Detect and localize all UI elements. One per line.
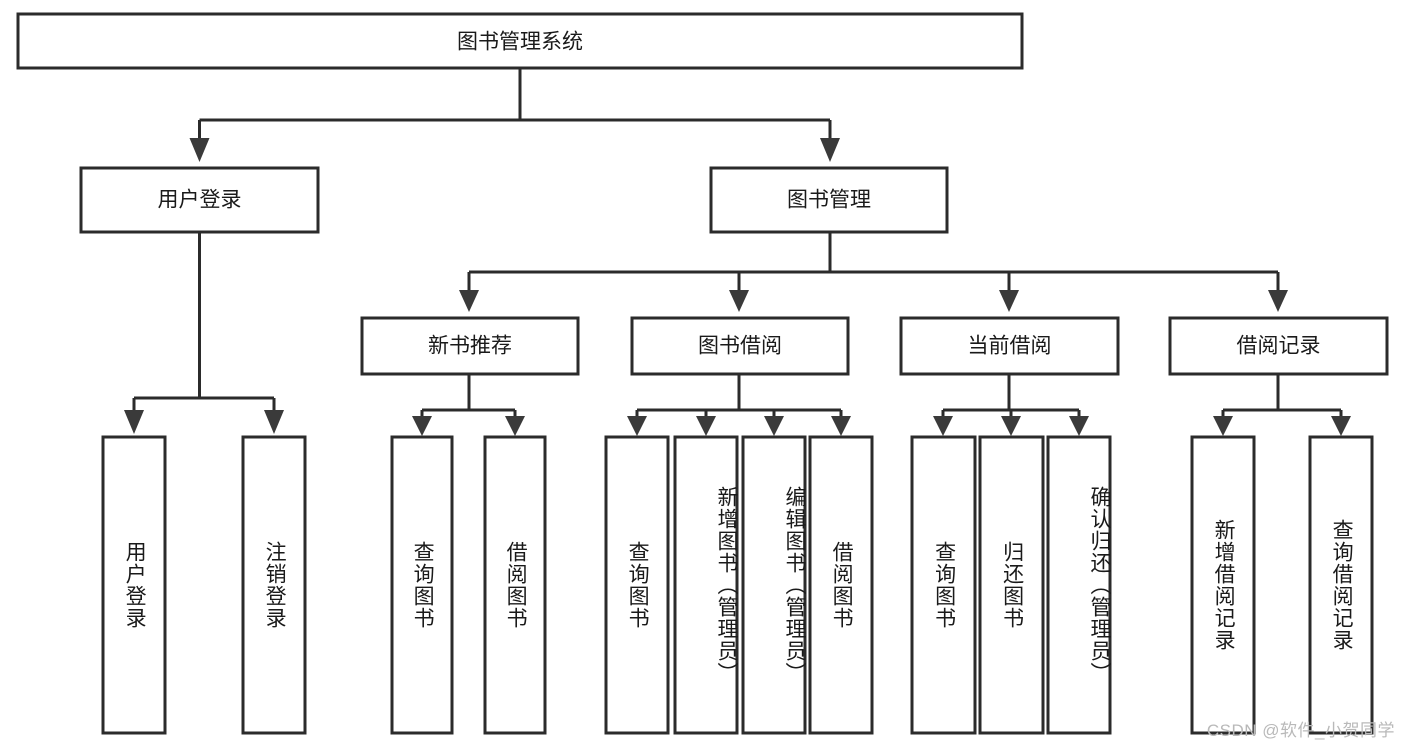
arrow-to-leaf-query-record [1331,416,1351,436]
leaf-box-query-books-1[interactable] [390,435,454,735]
leaf-box-borrow-books-1[interactable] [483,435,547,735]
leaf-box-edit-book[interactable] [741,435,807,735]
leaf-box-confirm-return[interactable] [1046,435,1112,735]
edges-newbook-to-leaves [412,374,525,436]
edges-current-to-leaves [933,374,1089,436]
edges-bookmgmt-to-level3 [459,232,1288,312]
arrow-to-leaf-logout [264,410,284,434]
arrow-to-newbook [459,290,479,312]
node-user-login[interactable]: 用户登录 [79,166,320,234]
arrow-to-leaf-query-books-1 [412,416,432,436]
node-book-management[interactable]: 图书管理 [709,166,949,234]
node-user-login-box[interactable] [79,166,320,234]
arrow-to-leaf-return-book [1001,416,1021,436]
node-current-borrow-box[interactable] [899,316,1120,376]
arrow-to-leaf-edit-book [764,416,784,436]
arrow-to-leaf-add-book [696,416,716,436]
arrow-to-book-mgmt [820,138,840,162]
edges-records-to-leaves [1213,374,1351,436]
node-new-book-recommend[interactable]: 新书推荐 [360,316,580,376]
arrow-to-leaf-user-login [124,410,144,434]
node-book-borrow-box[interactable] [630,316,850,376]
leaf-box-query-books-2[interactable] [604,435,670,735]
csdn-watermark: CSDN @软件_小贺同学 [1206,721,1395,740]
arrow-to-leaf-query-books-3 [933,416,953,436]
node-user-login-label: 用户登录 [158,189,242,212]
node-new-book-recommend-box[interactable] [360,316,580,376]
leaf-box-logout[interactable] [241,435,307,735]
node-current-borrow-label: 当前借阅 [968,335,1052,358]
edges-userlogin-to-leaves [124,232,284,434]
node-current-borrow[interactable]: 当前借阅 [899,316,1120,376]
edges-borrow-to-leaves [627,374,851,436]
leaf-box-return-book[interactable] [978,435,1045,735]
node-root-box[interactable] [16,12,1024,70]
edges-root-to-level2 [189,68,840,162]
arrow-to-borrow [729,290,749,312]
node-borrow-records[interactable]: 借阅记录 [1168,316,1389,376]
arrow-to-leaf-confirm-return [1069,416,1089,436]
leaf-box-query-books-3[interactable] [910,435,977,735]
node-borrow-records-label: 借阅记录 [1237,335,1321,358]
arrow-to-leaf-add-record [1213,416,1233,436]
node-root-label: 图书管理系统 [457,31,583,54]
leaf-box-query-record[interactable] [1308,435,1374,735]
leaf-box-user-login[interactable] [101,435,167,735]
node-book-management-label: 图书管理 [787,189,871,212]
arrow-to-leaf-query-books-2 [627,416,647,436]
arrow-to-current [999,290,1019,312]
node-book-borrow[interactable]: 图书借阅 [630,316,850,376]
node-new-book-recommend-label: 新书推荐 [428,335,512,358]
arrow-to-leaf-borrow-books-2 [831,416,851,436]
arrow-to-leaf-borrow-books-1 [505,416,525,436]
leaf-box-add-book[interactable] [673,435,739,735]
node-book-management-box[interactable] [709,166,949,234]
leaf-boxes [101,435,1374,735]
leaf-box-borrow-books-2[interactable] [808,435,874,735]
node-root[interactable]: 图书管理系统 [16,12,1024,70]
leaf-box-add-record[interactable] [1190,435,1256,735]
node-borrow-records-box[interactable] [1168,316,1389,376]
arrow-to-user-login [189,138,210,162]
node-book-borrow-label: 图书借阅 [698,335,782,358]
arrow-to-records [1268,290,1288,312]
